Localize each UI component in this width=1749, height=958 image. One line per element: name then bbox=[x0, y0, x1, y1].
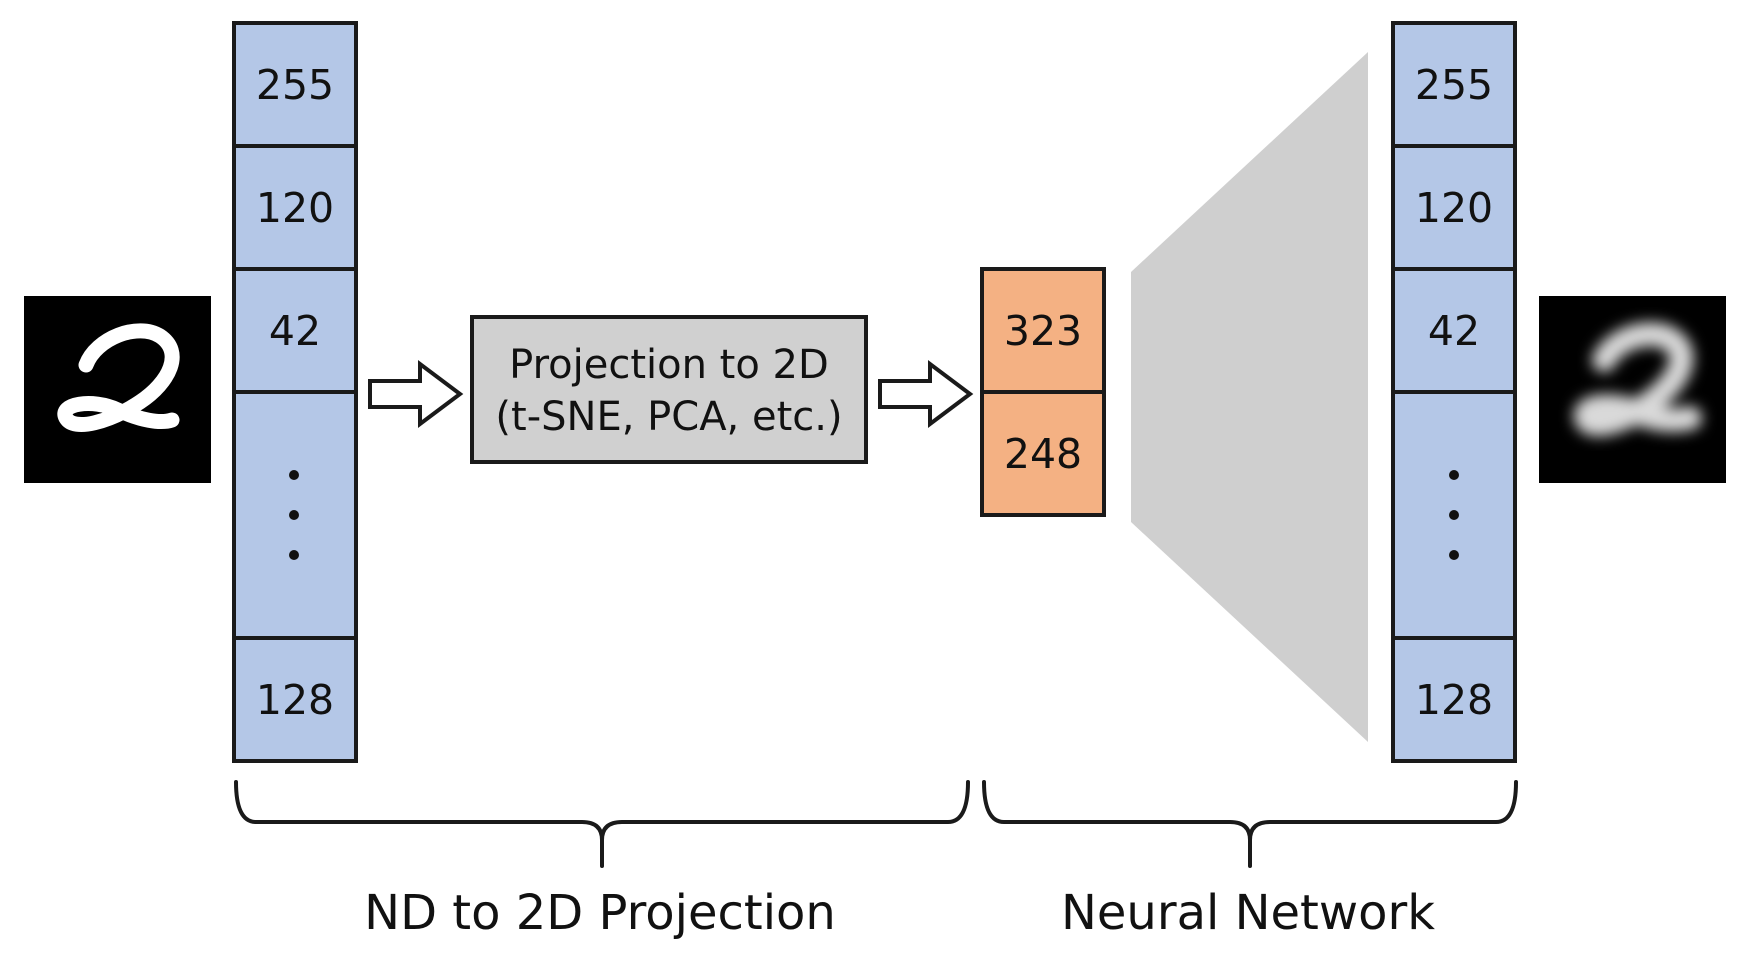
curly-brace-icon bbox=[982, 780, 1518, 868]
curly-brace-icon bbox=[234, 780, 970, 868]
input-vector-cell bbox=[232, 636, 358, 763]
input-digit-image bbox=[24, 296, 211, 483]
input-vector-value: 42 bbox=[269, 307, 321, 355]
latent-vector-cell bbox=[980, 390, 1106, 517]
output-vector-value: 255 bbox=[1415, 61, 1493, 109]
output-vector-cell bbox=[1391, 267, 1517, 394]
input-vector-cell bbox=[232, 21, 358, 148]
projection-box: Projection to 2D (t-SNE, PCA, etc.) bbox=[470, 315, 868, 464]
right-brace-label: Neural Network bbox=[1061, 885, 1435, 941]
input-image-background bbox=[24, 296, 211, 483]
input-vector-cell bbox=[232, 267, 358, 394]
latent-vector-value: 323 bbox=[1004, 307, 1082, 355]
projection-box-subtitle: (t-SNE, PCA, etc.) bbox=[495, 394, 842, 440]
input-vector-value: 128 bbox=[256, 676, 334, 724]
input-vector-value: 255 bbox=[256, 61, 334, 109]
projection-box-shape bbox=[470, 315, 868, 464]
input-vector-value: 120 bbox=[256, 184, 334, 232]
input-digit-stroke bbox=[57, 323, 180, 432]
decoder-trapezoid bbox=[1131, 52, 1368, 742]
projection-box-title: Projection to 2D bbox=[509, 342, 829, 388]
latent-vector-value: 248 bbox=[1004, 430, 1082, 478]
output-digit-image bbox=[1539, 296, 1726, 483]
output-vector-value: 120 bbox=[1415, 184, 1493, 232]
right-arrow-icon bbox=[878, 360, 974, 428]
output-vector: 255 120 42 128 bbox=[1391, 21, 1517, 763]
input-vector: 255 120 42 128 bbox=[232, 21, 358, 763]
vertical-dots-icon bbox=[289, 470, 299, 560]
latent-vector-cell bbox=[980, 267, 1106, 394]
right-arrow-icon bbox=[368, 360, 464, 428]
output-vector-value: 128 bbox=[1415, 676, 1493, 724]
vertical-dots-icon bbox=[1449, 470, 1459, 560]
output-image-background bbox=[1539, 296, 1726, 483]
latent-vector: 323 248 bbox=[980, 267, 1106, 517]
output-vector-cell bbox=[1391, 21, 1517, 148]
left-brace-label: ND to 2D Projection bbox=[364, 885, 836, 941]
output-vector-value: 42 bbox=[1428, 307, 1480, 355]
output-vector-cell bbox=[1391, 636, 1517, 763]
input-vector-cell bbox=[232, 144, 358, 271]
output-digit-stroke bbox=[1573, 322, 1702, 437]
